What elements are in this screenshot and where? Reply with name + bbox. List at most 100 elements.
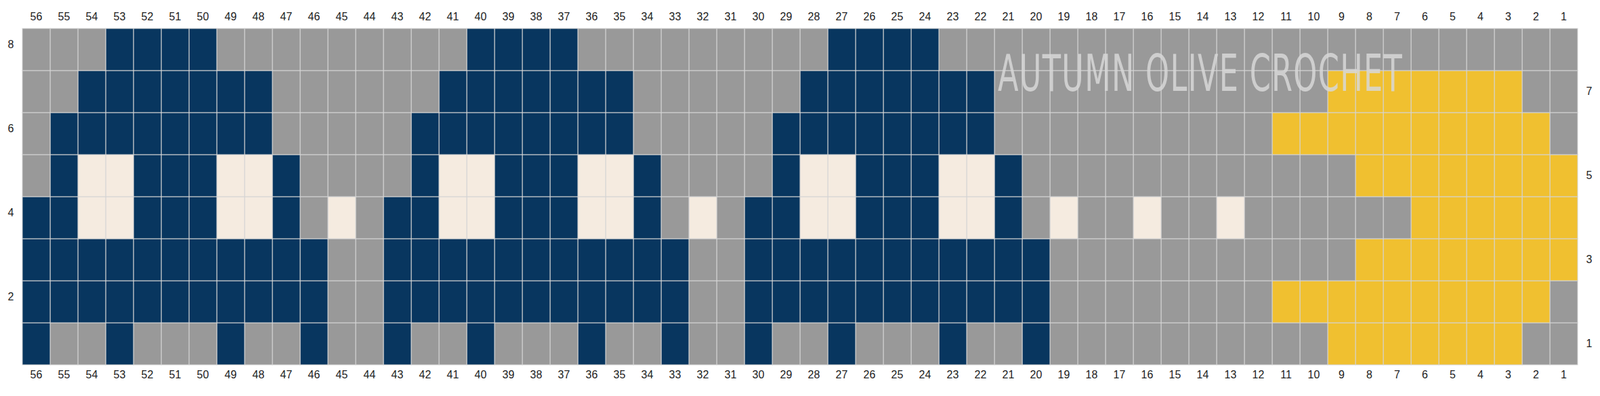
stitch-cell xyxy=(744,196,773,239)
watermark: AUTUMN OLIVE CROCHET xyxy=(997,47,1403,99)
stitch-cell xyxy=(216,280,245,323)
column-number: 26 xyxy=(863,11,876,23)
column-number: 41 xyxy=(447,11,460,23)
stitch-cell xyxy=(1244,280,1273,323)
stitch-cell xyxy=(633,280,662,323)
stitch-cell xyxy=(161,28,189,71)
stitch-cell xyxy=(272,322,301,365)
stitch-cell xyxy=(1522,112,1550,155)
stitch-cell xyxy=(938,112,967,155)
stitch-cell xyxy=(1272,322,1300,365)
stitch-cell xyxy=(522,322,551,365)
stitch-cell xyxy=(50,196,78,239)
stitch-cell xyxy=(1549,70,1578,113)
stitch-cell xyxy=(1383,196,1412,239)
stitch-cell xyxy=(1438,280,1467,323)
stitch-cell xyxy=(133,70,162,113)
stitch-cell xyxy=(188,112,217,155)
stitch-cell xyxy=(800,196,828,239)
stitch-cell xyxy=(1494,28,1523,71)
column-number: 1 xyxy=(1560,369,1567,381)
stitch-cell xyxy=(800,280,828,323)
stitch-cell xyxy=(1216,196,1245,239)
stitch-cell xyxy=(577,154,606,197)
column-number: 46 xyxy=(308,11,321,23)
column-number: 33 xyxy=(669,11,682,23)
stitch-cell xyxy=(466,28,495,71)
stitch-cell xyxy=(105,154,134,197)
stitch-cell xyxy=(716,196,745,239)
stitch-cell xyxy=(577,280,606,323)
column-number: 47 xyxy=(280,369,293,381)
stitch-cell xyxy=(1216,112,1245,155)
stitch-cell xyxy=(522,112,551,155)
stitch-cell xyxy=(1272,112,1300,155)
stitch-cell xyxy=(466,322,495,365)
stitch-cell xyxy=(1438,196,1467,239)
column-number: 16 xyxy=(1141,11,1154,23)
column-number: 2 xyxy=(1532,11,1540,23)
column-number: 49 xyxy=(224,369,238,381)
stitch-cell xyxy=(1549,238,1578,281)
stitch-cell xyxy=(105,28,134,71)
stitch-cell xyxy=(411,70,439,113)
stitch-cell xyxy=(411,238,439,281)
stitch-cell xyxy=(466,112,495,155)
stitch-cell xyxy=(1411,112,1439,155)
stitch-cell xyxy=(1355,280,1384,323)
stitch-cell xyxy=(716,280,745,323)
stitch-cell xyxy=(1549,322,1578,365)
stitch-cell xyxy=(50,238,78,281)
stitch-cell xyxy=(1549,196,1578,239)
column-number: 28 xyxy=(808,11,821,23)
stitch-cell xyxy=(22,112,51,155)
stitch-cell xyxy=(577,196,606,239)
stitch-cell xyxy=(827,196,856,239)
stitch-cell xyxy=(1327,238,1356,281)
stitch-cell xyxy=(355,280,384,323)
stitch-cell xyxy=(1355,238,1384,281)
stitch-cell xyxy=(1466,28,1495,71)
stitch-cell xyxy=(1216,238,1245,281)
stitch-cell xyxy=(744,70,773,113)
column-number: 8 xyxy=(1366,369,1373,381)
stitch-cell xyxy=(1438,70,1467,113)
stitch-cell xyxy=(411,280,439,323)
stitch-cell xyxy=(355,154,384,197)
stitch-cell xyxy=(1049,112,1078,155)
column-number: 38 xyxy=(530,11,543,23)
stitch-cell xyxy=(1244,154,1273,197)
stitch-cell xyxy=(855,154,884,197)
stitch-cell xyxy=(522,196,551,239)
stitch-cell xyxy=(966,112,995,155)
column-number: 27 xyxy=(835,11,849,23)
column-number: 27 xyxy=(835,369,849,381)
row-number: 7 xyxy=(1586,86,1593,97)
stitch-cell xyxy=(1466,112,1495,155)
stitch-cell xyxy=(550,238,578,281)
stitch-cell xyxy=(244,196,273,239)
stitch-cell xyxy=(827,28,856,71)
stitch-cell xyxy=(494,322,523,365)
row-number: 1 xyxy=(1586,338,1593,349)
column-number: 50 xyxy=(197,369,210,381)
stitch-cell xyxy=(605,196,634,239)
row-number: 4 xyxy=(8,207,15,219)
stitch-cell xyxy=(1383,154,1412,197)
stitch-cell xyxy=(105,322,134,365)
stitch-cell xyxy=(966,280,995,323)
column-number: 6 xyxy=(1421,11,1428,23)
column-number: 43 xyxy=(391,369,404,381)
stitch-cell xyxy=(633,28,662,71)
column-number: 41 xyxy=(447,369,460,381)
stitch-cell xyxy=(105,280,134,323)
column-number: 25 xyxy=(891,369,904,381)
stitch-cell xyxy=(605,280,634,323)
stitch-cell xyxy=(605,112,634,155)
stitch-cell xyxy=(244,154,273,197)
column-number: 3 xyxy=(1505,11,1512,23)
stitch-cell xyxy=(1327,280,1356,323)
stitch-cell xyxy=(550,280,578,323)
stitch-cell xyxy=(994,154,1023,197)
stitch-cell xyxy=(272,70,301,113)
